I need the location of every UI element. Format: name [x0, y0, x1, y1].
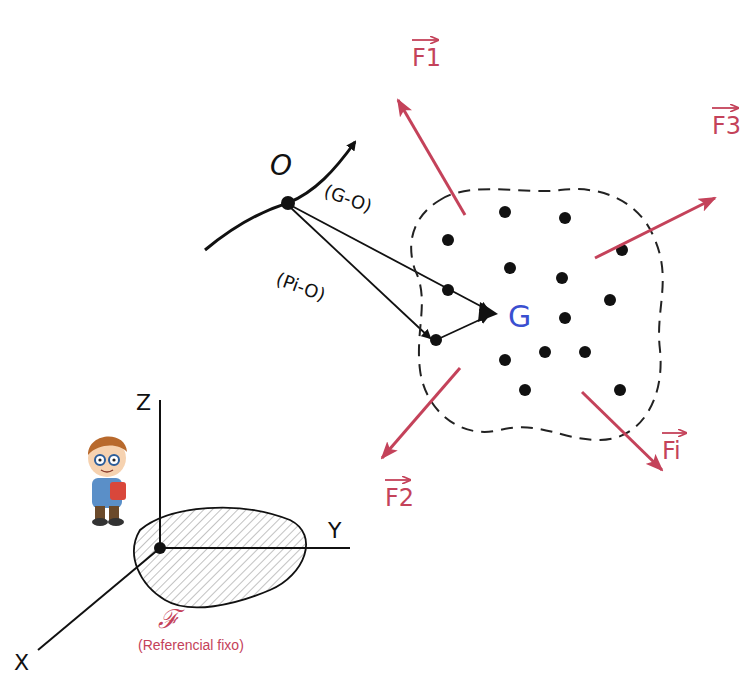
arrowhead-g — [478, 302, 498, 322]
force-label: F2 — [385, 486, 414, 510]
point-o — [281, 196, 295, 210]
particles — [430, 206, 628, 396]
force-label: F1 — [412, 46, 441, 70]
vector-mark — [412, 39, 438, 41]
force-arrow — [595, 198, 715, 258]
force-arrow — [398, 100, 465, 215]
axis-y — [160, 547, 350, 549]
vector-mark — [385, 479, 410, 481]
vector-mark — [662, 432, 686, 434]
force-label: Fi — [662, 439, 681, 463]
vector-pi-o — [290, 207, 430, 338]
vector-mark — [712, 107, 738, 109]
vector-label: (G-O) — [322, 182, 374, 216]
axis-z — [159, 400, 161, 548]
vector-label: (Pi-O) — [274, 270, 328, 304]
axis-label: Z — [136, 392, 151, 414]
force-arrow — [582, 392, 662, 470]
axis-label: X — [14, 652, 29, 674]
force-arrow — [382, 368, 460, 458]
system-boundary — [411, 189, 663, 440]
axis-x — [38, 548, 160, 650]
observer-figure — [88, 437, 127, 526]
point-label: O — [270, 152, 292, 180]
axis-label: Y — [328, 520, 341, 542]
center-of-mass-label: G — [508, 302, 531, 332]
frame-origin — [154, 542, 166, 554]
frame-symbol: ℱ — [158, 606, 179, 632]
frame-caption: (Referencial fixo) — [138, 638, 244, 652]
force-label: F3 — [712, 114, 741, 138]
